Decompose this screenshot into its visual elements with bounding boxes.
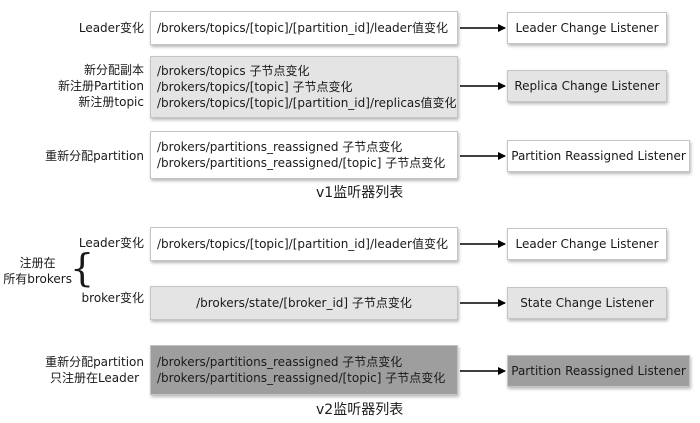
v1-row2-labels: 新分配副本 新注册Partition 新注册topic [58,62,144,110]
v1-leader-path: /brokers/topics/[topic]/[partition_id]/l… [157,21,448,35]
v2-leader-path: /brokers/topics/[topic]/[partition_id]/l… [157,237,448,251]
v1-replica-path-3: /brokers/topics/[topic]/[partition_id]/r… [157,96,457,110]
v1-leader-path-box: /brokers/topics/[topic]/[partition_id]/l… [150,11,458,45]
v2-reassign-listener: Partition Reassigned Listener [511,364,686,378]
v2-leader-path-box: /brokers/topics/[topic]/[partition_id]/l… [150,227,458,261]
v1-leader-listener-box: Leader Change Listener [507,12,667,44]
v2-reassign-path-box: /brokers/partitions_reassigned 子节点变化 /br… [150,345,458,395]
v2-reassign-listener-box: Partition Reassigned Listener [507,355,690,387]
v1-reassign-path-1: /brokers/partitions_reassigned 子节点变化 [157,140,403,154]
v1-reassign-path-box: /brokers/partitions_reassigned 子节点变化 /br… [150,131,458,179]
v1-leader-listener: Leader Change Listener [515,21,659,35]
v1-reassign-listener: Partition Reassigned Listener [511,149,686,163]
v1-row2-label-3: 新注册topic [78,95,144,109]
v2-reassign-path-1: /brokers/partitions_reassigned 子节点变化 [157,355,403,369]
v2-leader-listener: Leader Change Listener [515,237,659,251]
v2-group-label-1: 注册在 [19,256,56,270]
v2-state-listener-box: State Change Listener [507,287,667,319]
v1-row2-label-1: 新分配副本 [83,63,144,77]
v2-group-label-2: 所有brokers [3,272,72,286]
v2-state-listener: State Change Listener [520,296,654,310]
v2-state-path: /brokers/state/[broker_id] 子节点变化 [196,296,412,310]
v2-row3-label-2: 只注册在Leader [49,371,140,385]
v1-row3-label: 重新分配partition [45,149,144,163]
v1-replica-path-box: /brokers/topics 子节点变化 /brokers/topics/[t… [150,56,458,118]
v1-caption: v1监听器列表 [316,185,404,201]
v1-reassign-listener-box: Partition Reassigned Listener [507,140,690,172]
group-brace-icon: { [70,246,95,290]
v1-replica-listener-box: Replica Change Listener [507,70,667,102]
v2-row2-label: broker变化 [81,291,144,305]
v2-row3-labels: 重新分配partition 只注册在Leader [45,354,144,386]
v2-row3-label-1: 重新分配partition [45,355,144,369]
v2-leader-listener-box: Leader Change Listener [507,228,667,260]
v1-row2-label-2: 新注册Partition [57,79,144,93]
v2-state-path-box: /brokers/state/[broker_id] 子节点变化 [150,286,458,320]
v2-caption: v2监听器列表 [316,402,404,418]
v1-replica-path-2: /brokers/topics/[topic] 子节点变化 [157,80,353,94]
v2-row1-label: Leader变化 [78,236,144,250]
v2-reassign-path-2: /brokers/partitions_reassigned/[topic] 子… [157,371,446,385]
v1-replica-listener: Replica Change Listener [514,79,660,93]
v2-group-label: 注册在 所有brokers [3,255,72,287]
v1-replica-path-1: /brokers/topics 子节点变化 [157,64,310,78]
v1-row1-label: Leader变化 [78,21,144,35]
v1-reassign-path-2: /brokers/partitions_reassigned/[topic] 子… [157,156,446,170]
